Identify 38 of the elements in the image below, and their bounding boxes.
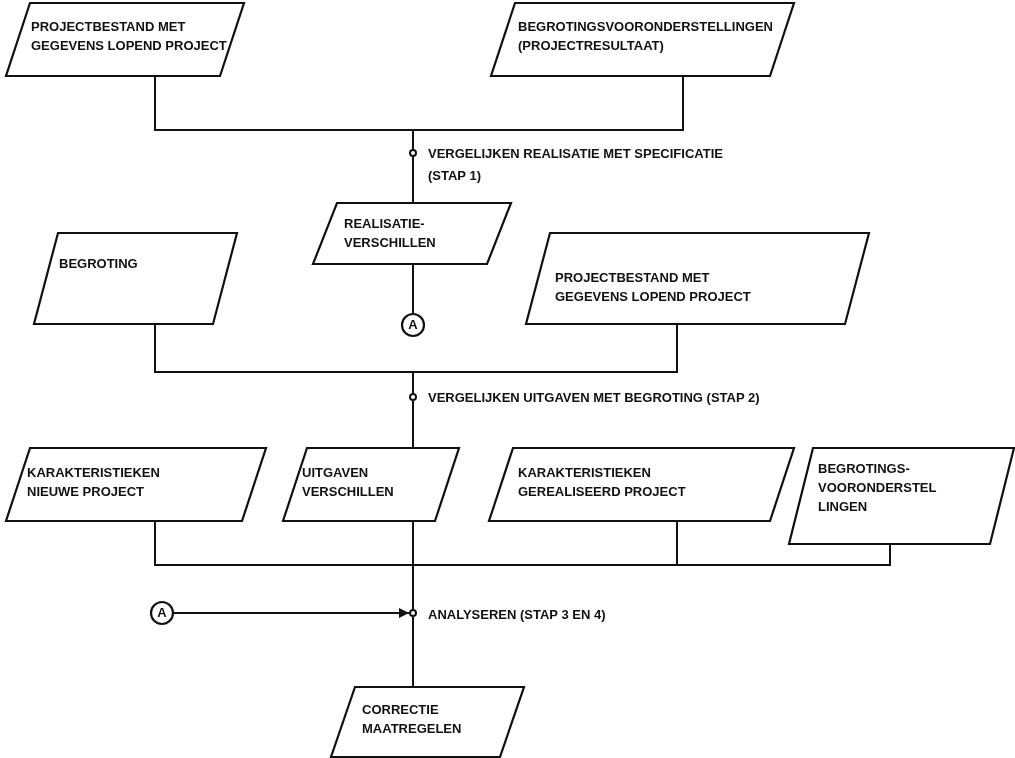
node-text: REALISATIE- VERSCHILLEN [344,215,437,252]
data-parallelogram [312,202,512,265]
process-point [409,609,417,617]
data-parallelogram [33,232,238,325]
arrow [173,608,410,618]
node-text: UITGAVEN VERSCHILLEN [302,464,395,501]
connector-line [412,156,414,203]
data-parallelogram [5,447,267,522]
node-text: BEGROTINGSVOORONDERSTELLINGEN (PROJECTRESULTAAT) [518,18,774,55]
process-point [409,149,417,157]
node-text: KARAKTERISTIEKEN NIEUWE PROJECT [27,464,161,501]
connector-line [412,616,414,687]
connector-line [412,324,678,394]
node-text: KARAKTERISTIEKEN GEREALISEERD PROJECT [518,464,687,501]
node-text: CORRECTIE MAATREGELEN [362,701,463,738]
step-label: VERGELIJKEN UITGAVEN MET BEGROTING (STAP 2) [428,389,761,407]
node-text: PROJECTBESTAND MET GEGEVENS LOPEND PROJECT [555,269,752,306]
data-parallelogram [788,447,1015,545]
data-parallelogram [488,447,795,522]
node-text: PROJECTBESTAND MET GEGEVENS LOPEND PROJECT [31,18,228,55]
data-parallelogram [525,232,870,325]
connector-line [412,264,414,314]
node-text: BEGROTINGS- VOORONDERSTEL LINGEN [818,460,938,516]
process-point [409,393,417,401]
data-parallelogram [5,2,245,77]
connector-letter: A [156,604,168,622]
connector-line [412,544,891,610]
connector-line [412,76,684,150]
step-label: ANALYSEREN (STAP 3 EN 4) [428,606,607,624]
node-text: BEGROTING [59,255,139,273]
connector-letter: A [407,316,419,334]
connector-line [412,400,414,448]
data-parallelogram [330,686,525,758]
connector-circle [401,313,425,337]
data-parallelogram [282,447,460,522]
connector-circle [150,601,174,625]
step-label: VERGELIJKEN REALISATIE MET SPECIFICATIE (STAP 1) [428,145,724,185]
data-parallelogram [490,2,795,77]
